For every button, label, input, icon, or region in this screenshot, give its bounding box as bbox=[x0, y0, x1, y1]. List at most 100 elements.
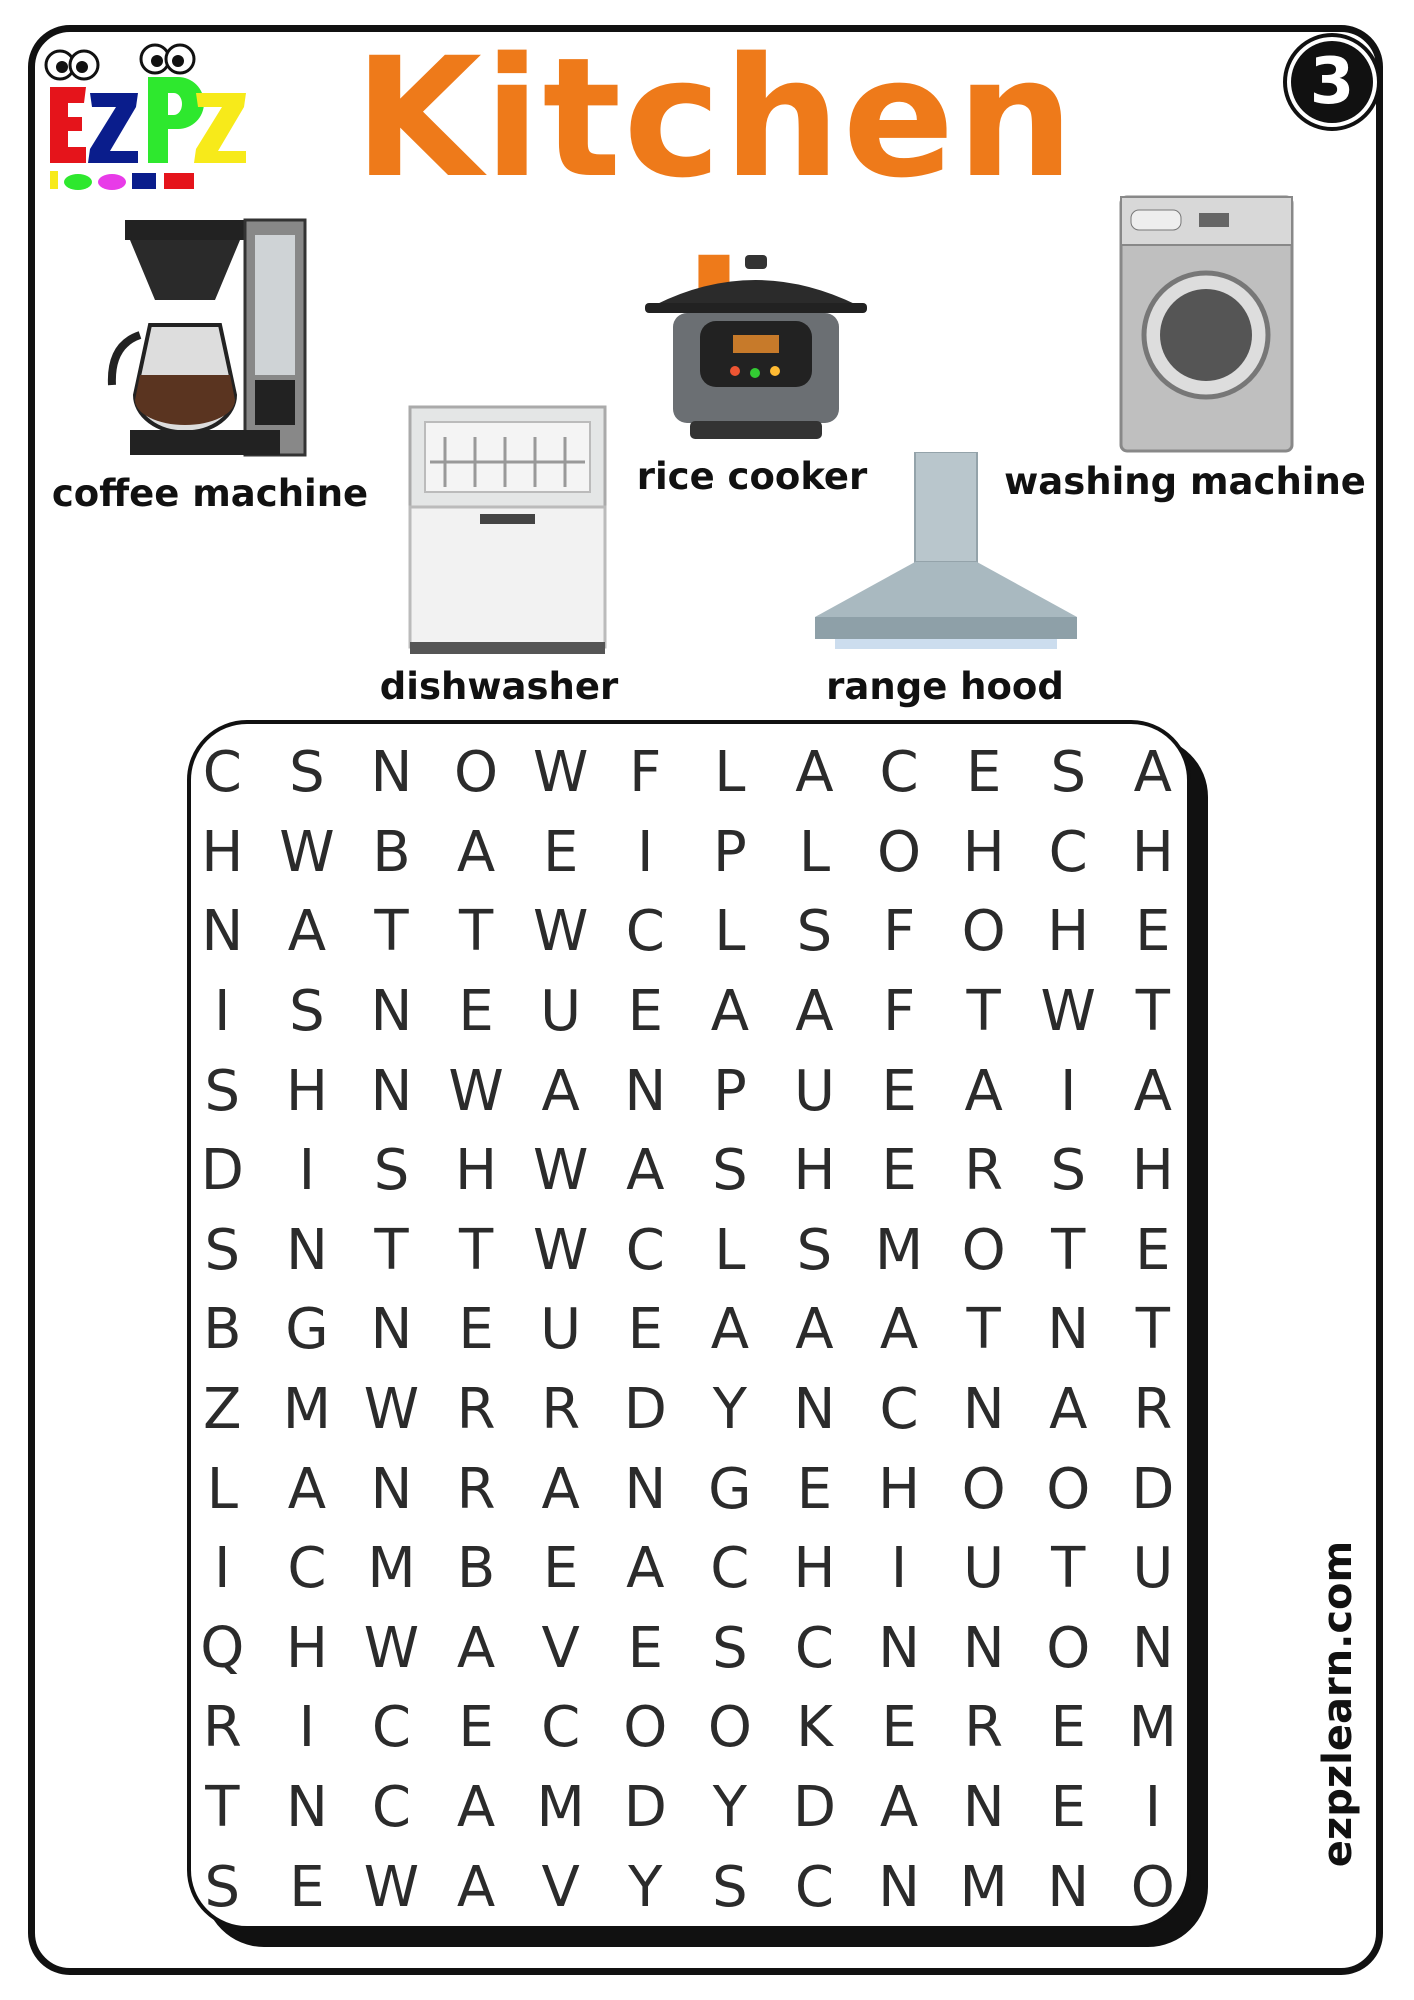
grid-letter[interactable]: N bbox=[962, 1377, 1005, 1443]
grid-letter[interactable]: I bbox=[214, 979, 231, 1045]
grid-letter[interactable]: H bbox=[1131, 1138, 1174, 1204]
grid-letter[interactable]: H bbox=[877, 1456, 921, 1522]
grid-letter[interactable]: E bbox=[627, 1615, 663, 1681]
grid-letter[interactable]: D bbox=[623, 1775, 667, 1841]
grid-letter[interactable]: H bbox=[793, 1138, 836, 1204]
grid-letter[interactable]: H bbox=[455, 1138, 498, 1204]
grid-letter[interactable]: M bbox=[1128, 1695, 1177, 1761]
grid-letter[interactable]: A bbox=[964, 1058, 1003, 1124]
grid-letter[interactable]: W bbox=[532, 1217, 589, 1283]
grid-letter[interactable]: W bbox=[279, 819, 335, 885]
grid-letter[interactable]: W bbox=[1040, 979, 1096, 1045]
grid-letter[interactable]: A bbox=[710, 1297, 750, 1363]
grid-letter[interactable]: H bbox=[201, 819, 244, 885]
grid-letter[interactable]: T bbox=[374, 899, 409, 965]
grid-letter[interactable]: I bbox=[298, 1138, 316, 1204]
grid-letter[interactable]: M bbox=[959, 1854, 1008, 1920]
grid-letter[interactable]: S bbox=[796, 899, 833, 965]
grid-letter[interactable]: S bbox=[712, 1854, 748, 1920]
grid-letter[interactable]: N bbox=[285, 1775, 328, 1841]
grid-letter[interactable]: C bbox=[625, 899, 665, 965]
grid-letter[interactable]: S bbox=[289, 979, 325, 1045]
grid-letter[interactable]: M bbox=[282, 1377, 332, 1443]
grid-letter[interactable]: A bbox=[795, 979, 834, 1045]
grid-letter[interactable]: N bbox=[370, 979, 413, 1045]
grid-letter[interactable]: A bbox=[456, 1615, 496, 1681]
grid-letter[interactable]: R bbox=[964, 1695, 1004, 1761]
grid-letter[interactable]: F bbox=[629, 740, 662, 806]
grid-letter[interactable]: S bbox=[204, 1217, 241, 1283]
grid-letter[interactable]: B bbox=[372, 819, 411, 885]
grid-letter[interactable]: W bbox=[448, 1058, 504, 1124]
grid-letter[interactable]: C bbox=[625, 1217, 665, 1283]
grid-letter[interactable]: C bbox=[1048, 819, 1088, 885]
grid-letter[interactable]: E bbox=[627, 979, 663, 1045]
grid-letter[interactable]: A bbox=[456, 1775, 496, 1841]
grid-letter[interactable]: W bbox=[532, 899, 589, 965]
grid-letter[interactable]: O bbox=[1046, 1456, 1091, 1522]
grid-letter[interactable]: N bbox=[370, 1456, 413, 1522]
grid-letter[interactable]: A bbox=[541, 1456, 580, 1522]
grid-letter[interactable]: E bbox=[542, 1536, 579, 1602]
grid-letter[interactable]: A bbox=[1133, 740, 1172, 806]
grid-letter[interactable]: W bbox=[532, 740, 589, 806]
grid-letter[interactable]: A bbox=[879, 1775, 919, 1841]
grid-letter[interactable]: A bbox=[710, 979, 750, 1045]
grid-letter[interactable]: Z bbox=[203, 1377, 242, 1443]
grid-letter[interactable]: I bbox=[637, 819, 654, 885]
grid-letter[interactable]: C bbox=[879, 1377, 919, 1443]
grid-letter[interactable]: D bbox=[623, 1377, 667, 1443]
grid-letter[interactable]: H bbox=[793, 1536, 836, 1602]
grid-letter[interactable]: S bbox=[204, 1058, 241, 1124]
grid-letter[interactable]: R bbox=[541, 1377, 581, 1443]
grid-letter[interactable]: L bbox=[798, 819, 831, 885]
grid-letter[interactable]: A bbox=[541, 1058, 580, 1124]
grid-letter[interactable]: A bbox=[795, 1297, 834, 1363]
grid-letter[interactable]: D bbox=[200, 1138, 244, 1204]
grid-letter[interactable]: U bbox=[540, 1297, 582, 1363]
grid-letter[interactable]: B bbox=[203, 1297, 242, 1363]
grid-letter[interactable]: D bbox=[792, 1775, 837, 1841]
grid-letter[interactable]: W bbox=[532, 1138, 589, 1204]
grid-letter[interactable]: C bbox=[794, 1854, 834, 1920]
grid-letter[interactable]: R bbox=[1133, 1377, 1173, 1443]
grid-letter[interactable]: H bbox=[1131, 819, 1174, 885]
grid-letter[interactable]: E bbox=[881, 1138, 917, 1204]
grid-letter[interactable]: P bbox=[712, 819, 747, 885]
grid-letter[interactable]: H bbox=[285, 1058, 328, 1124]
grid-letter[interactable]: E bbox=[1050, 1775, 1086, 1841]
grid-letter[interactable]: O bbox=[707, 1695, 752, 1761]
grid-letter[interactable]: S bbox=[712, 1138, 748, 1204]
grid-letter[interactable]: T bbox=[205, 1775, 240, 1841]
grid-letter[interactable]: E bbox=[542, 819, 579, 885]
grid-letter[interactable]: A bbox=[626, 1536, 665, 1602]
grid-letter[interactable]: E bbox=[458, 1297, 494, 1363]
grid-letter[interactable]: O bbox=[454, 740, 499, 806]
grid-letter[interactable]: T bbox=[1135, 979, 1170, 1045]
grid-letter[interactable]: E bbox=[1135, 1217, 1171, 1283]
grid-letter[interactable]: U bbox=[1132, 1536, 1174, 1602]
grid-letter[interactable]: A bbox=[795, 740, 834, 806]
grid-letter[interactable]: C bbox=[371, 1695, 412, 1761]
grid-letter[interactable]: A bbox=[626, 1138, 665, 1204]
grid-letter[interactable]: T bbox=[966, 1297, 1001, 1363]
grid-letter[interactable]: C bbox=[710, 1536, 750, 1602]
grid-letter[interactable]: G bbox=[708, 1456, 752, 1522]
grid-letter[interactable]: N bbox=[370, 740, 413, 806]
grid-letter[interactable]: N bbox=[962, 1615, 1005, 1681]
grid-letter[interactable]: I bbox=[890, 1536, 908, 1602]
grid-letter[interactable]: M bbox=[367, 1536, 416, 1602]
grid-letter[interactable]: R bbox=[964, 1138, 1004, 1204]
grid-letter[interactable]: O bbox=[961, 1217, 1006, 1283]
grid-letter[interactable]: G bbox=[285, 1297, 329, 1363]
grid-letter[interactable]: O bbox=[1046, 1615, 1091, 1681]
grid-letter[interactable]: H bbox=[962, 819, 1005, 885]
grid-letter[interactable]: N bbox=[962, 1775, 1005, 1841]
grid-letter[interactable]: O bbox=[961, 1456, 1006, 1522]
grid-letter[interactable]: V bbox=[541, 1615, 580, 1681]
grid-letter[interactable]: N bbox=[1131, 1615, 1174, 1681]
grid-letter[interactable]: E bbox=[458, 979, 494, 1045]
grid-letter[interactable]: N bbox=[370, 1058, 413, 1124]
grid-letter[interactable]: C bbox=[287, 1536, 327, 1602]
grid-letter[interactable]: Q bbox=[200, 1615, 245, 1681]
